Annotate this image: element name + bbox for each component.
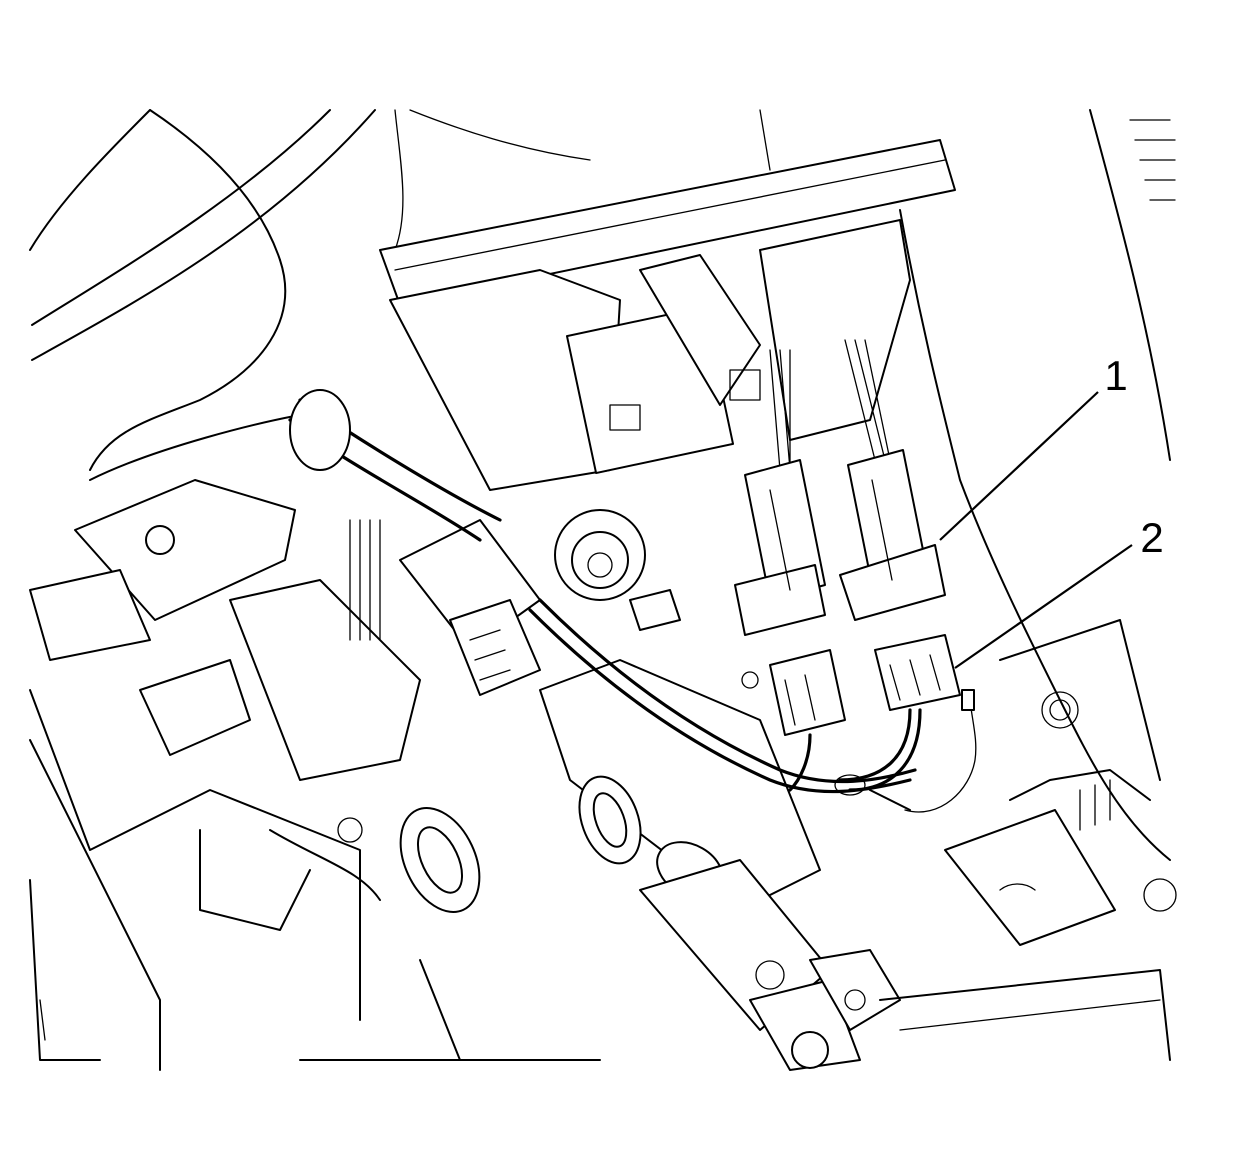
- right-side-panel: [899, 209, 1177, 946]
- lower-floor-panel: [299, 959, 1171, 1061]
- callout-1-label: 1: [1104, 352, 1127, 399]
- round-sensor: [554, 509, 681, 631]
- module-bracket: [389, 219, 911, 491]
- steering-column-shroud: [29, 109, 591, 481]
- connector-pair-1: [734, 339, 946, 636]
- steering-shaft: [539, 659, 901, 1071]
- dash-panel-bar: [379, 109, 1176, 461]
- wire-harness: [528, 598, 977, 813]
- pedal-bracket: [29, 689, 481, 1071]
- connector-2: [741, 634, 961, 736]
- callout-2-label: 2: [1140, 514, 1163, 561]
- callout-2: 2: [954, 514, 1164, 669]
- callout-1: 1: [939, 352, 1128, 541]
